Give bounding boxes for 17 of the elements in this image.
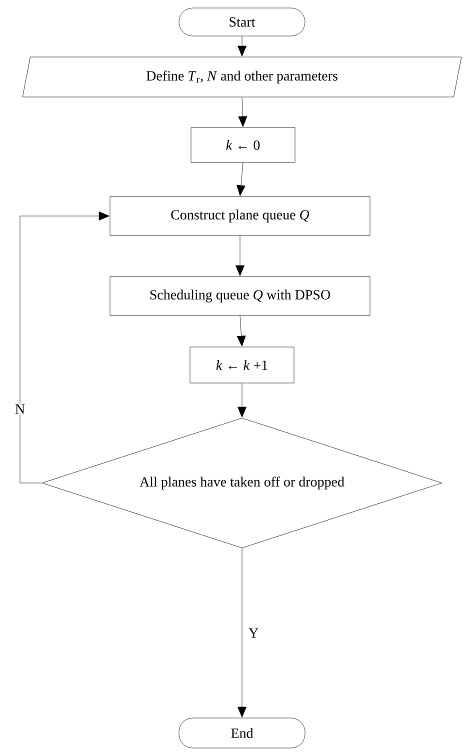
arrow [236,236,244,276]
terminal-box: Start [178,8,306,36]
terminal-box: End [178,718,306,748]
arrow [238,36,246,56]
arrow [236,316,246,346]
process-box: k ← 0 [190,127,296,163]
arrow [238,97,248,127]
edge-label: N [14,403,26,415]
edge-label: Y [248,628,258,638]
arrow [238,548,246,718]
process-box: Scheduling queue Q with DPSO [110,276,370,316]
arrow [236,162,246,196]
arrow [238,383,246,418]
process-box: k ← k +1 [190,346,294,384]
arrow [20,212,110,484]
input-parallelogram: Define T$_{r}$, N and other parameters [22,56,462,98]
process-box: Construct plane queue Q [110,196,370,236]
